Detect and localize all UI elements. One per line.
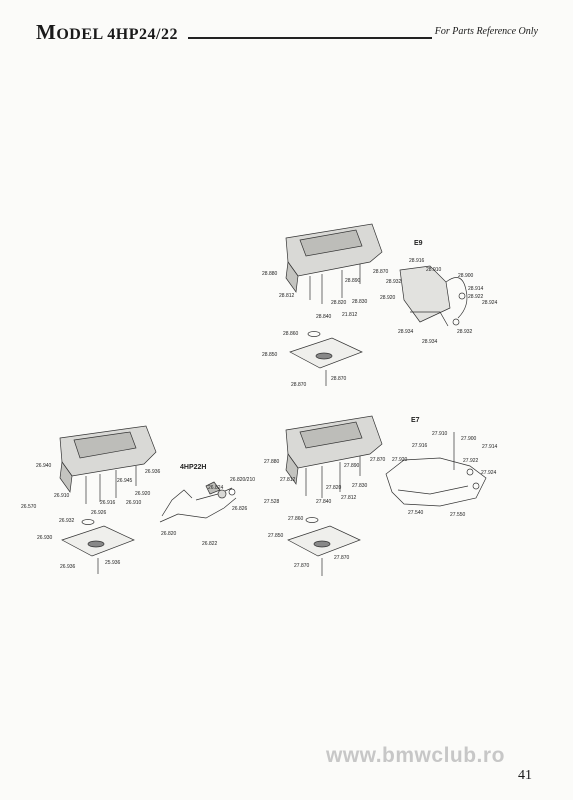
part-number: 27.914 <box>482 444 498 450</box>
reference-note: For Parts Reference Only <box>434 26 538 37</box>
title-rest: ODEL 4HP24/22 <box>56 26 178 43</box>
part-number: 27.910 <box>432 431 448 437</box>
part-number: 27.812 <box>280 477 296 483</box>
variant-4hp22h-label: 4HP22H <box>180 464 206 471</box>
part-number: 28.932 <box>386 279 402 285</box>
part-number: 28.870 <box>331 376 347 382</box>
header-rule <box>188 37 432 39</box>
main-valve-body-drawing <box>59 425 157 504</box>
part-number: 27.924 <box>481 470 497 476</box>
part-number: 28.850 <box>262 352 278 358</box>
part-number: 28.924 <box>482 300 498 306</box>
part-number: 26.910 <box>54 493 70 499</box>
page-number: 41 <box>518 768 532 783</box>
part-number: 26.820 <box>161 531 177 537</box>
part-number: 25.936 <box>105 560 121 566</box>
part-number: 27.870 <box>294 563 310 569</box>
part-number: 27.820 <box>326 485 342 491</box>
part-number: 28.900 <box>458 273 474 279</box>
part-number: 27.870 <box>334 555 350 561</box>
e7-valve-body-drawing <box>285 415 383 498</box>
part-number: 26.826 <box>232 506 248 512</box>
part-number: 27.890 <box>344 463 360 469</box>
part-number: 26.936 <box>60 564 76 570</box>
part-number: 28.840 <box>316 314 332 320</box>
part-number: 28.920 <box>380 295 396 301</box>
part-number: 26.926 <box>91 510 107 516</box>
part-number: 27.870 <box>370 457 386 463</box>
e9-valve-body-drawing <box>285 223 383 304</box>
part-number: 26.910 <box>126 500 142 506</box>
part-number: 27.860 <box>288 516 304 522</box>
part-number: 28.890 <box>345 278 361 284</box>
e9-oil-pan-drawing <box>289 331 363 386</box>
part-number: 27.900 <box>461 436 477 442</box>
part-number: 28.934 <box>422 339 438 345</box>
part-number: 27.540 <box>408 510 424 516</box>
part-number: 26.920 <box>135 491 151 497</box>
e9-harness-drawing <box>399 265 468 327</box>
part-number: 28.932 <box>457 329 473 335</box>
part-number: 26.820/210 <box>230 477 255 483</box>
part-number: 28.860 <box>283 331 299 337</box>
part-number: 28.880 <box>262 271 278 277</box>
e7-oil-pan-drawing <box>287 517 361 576</box>
part-number: 26.940 <box>36 463 52 469</box>
part-number: 28.910 <box>426 267 442 273</box>
part-number: 26.822 <box>202 541 218 547</box>
part-number: 26.930 <box>37 535 53 541</box>
part-number: 28.934 <box>398 329 414 335</box>
page-title: MODEL 4HP24/22 <box>36 20 178 45</box>
part-number: 27.916 <box>412 443 428 449</box>
part-number: 27.922 <box>463 458 479 464</box>
e7-harness-drawing <box>385 432 487 507</box>
part-number: 28.916 <box>409 258 425 264</box>
part-number: 26.916 <box>100 500 116 506</box>
part-number: 27.528 <box>264 499 280 505</box>
title-initial: M <box>36 20 57 44</box>
part-number: 28.914 <box>468 286 484 292</box>
page-header: MODEL 4HP24/22 For Parts Reference Only <box>36 20 538 44</box>
part-number: 28.812 <box>279 293 295 299</box>
part-number: 27.812 <box>341 495 357 501</box>
part-number: 28.922 <box>468 294 484 300</box>
site-watermark: www.bmwclub.ro <box>326 744 505 767</box>
part-number: 27.840 <box>316 499 332 505</box>
part-number: 27.850 <box>268 533 284 539</box>
part-number: 27.880 <box>264 459 280 465</box>
part-number: 21.812 <box>342 312 358 318</box>
part-number: 26.570 <box>21 504 37 510</box>
variant-e9-label: E9 <box>414 240 423 247</box>
h-pipes-drawing <box>159 481 237 523</box>
part-number: 28.830 <box>352 299 368 305</box>
part-number: 27.920 <box>392 457 408 463</box>
main-oil-pan-drawing <box>61 519 135 574</box>
part-number: 28.820 <box>331 300 347 306</box>
part-number: 27.550 <box>450 512 466 518</box>
part-number: 26.824 <box>208 485 224 491</box>
part-number: 26.945 <box>117 478 133 484</box>
part-number: 26.936 <box>145 469 161 475</box>
part-number: 28.870 <box>373 269 389 275</box>
variant-e7-label: E7 <box>411 417 420 424</box>
part-number: 26.932 <box>59 518 75 524</box>
part-number: 28.870 <box>291 382 307 388</box>
part-number: 27.830 <box>352 483 368 489</box>
